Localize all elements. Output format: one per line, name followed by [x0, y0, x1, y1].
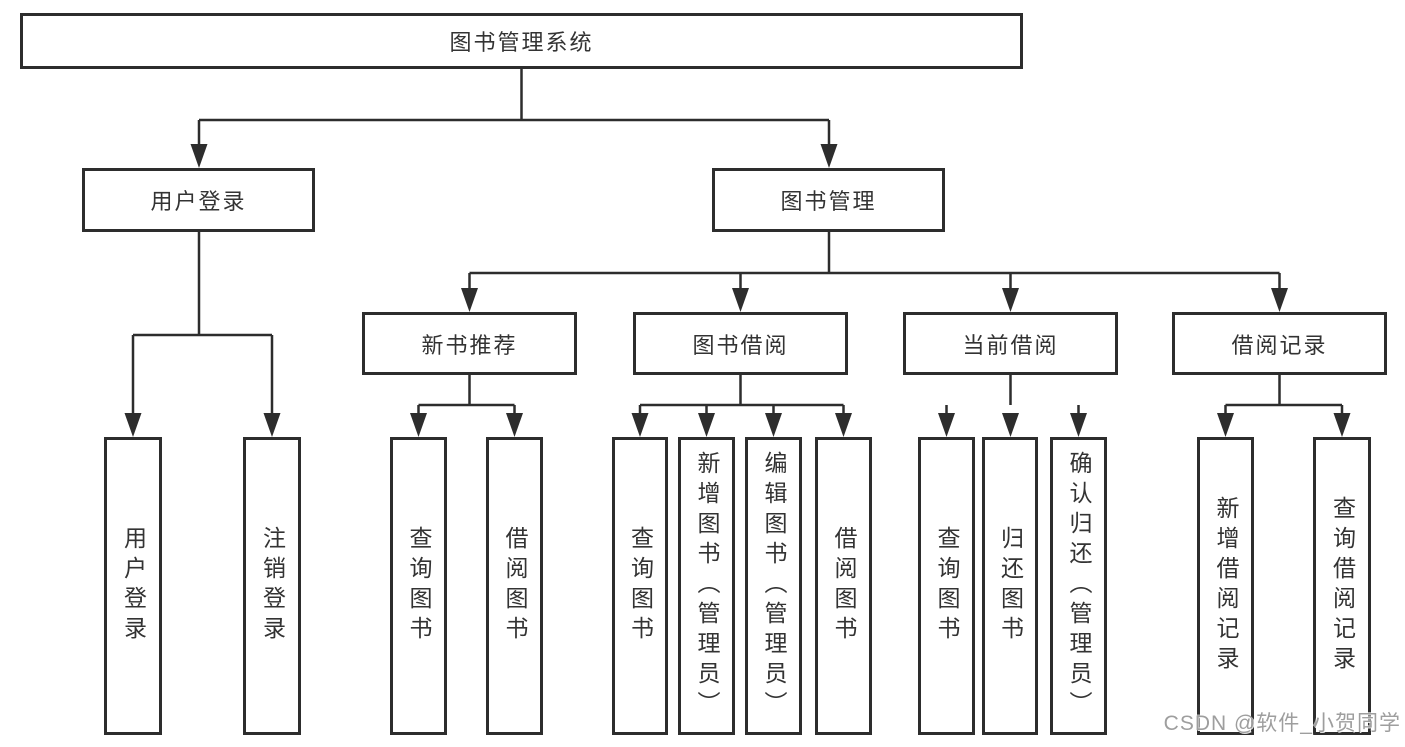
leaf-add-books-admin: 新增图书（管理员）	[678, 437, 735, 735]
node-label: 新增图书（管理员）	[694, 451, 720, 721]
leaf-query-books: 查询图书	[612, 437, 668, 735]
leaf-edit-books-admin: 编辑图书（管理员）	[745, 437, 802, 735]
node-label: 注销登录	[259, 526, 286, 646]
leaf-logout: 注销登录	[243, 437, 301, 735]
leaf-borrow-books: 借阅图书	[486, 437, 543, 735]
node-label: 用户登录	[150, 189, 247, 214]
node-current-borrowing: 当前借阅	[903, 312, 1118, 375]
node-label: 借阅图书	[831, 526, 857, 646]
node-label: 编辑图书（管理员）	[761, 451, 787, 721]
node-label: 查询图书	[934, 526, 960, 646]
leaf-borrow-books: 借阅图书	[815, 437, 872, 735]
node-label: 归还图书	[997, 526, 1024, 646]
node-label: 确认归还（管理员）	[1066, 451, 1092, 721]
node-user-login: 用户登录	[82, 168, 315, 232]
node-book-borrowing: 图书借阅	[633, 312, 848, 375]
node-label: 图书借阅	[692, 332, 789, 358]
node-label: 查询图书	[406, 526, 432, 646]
arrowheads	[124, 144, 1351, 437]
node-label: 新书推荐	[421, 332, 518, 358]
node-label: 图书管理	[780, 189, 877, 214]
leaf-user-login: 用户登录	[104, 437, 162, 735]
node-new-book-recommendation: 新书推荐	[362, 312, 577, 375]
leaf-query-borrow-record: 查询借阅记录	[1313, 437, 1371, 735]
leaf-add-borrow-record: 新增借阅记录	[1197, 437, 1254, 735]
node-label: 借阅图书	[502, 526, 528, 646]
csdn-watermark: CSDN @软件_小贺同学	[1163, 712, 1401, 735]
node-label: 用户登录	[120, 526, 147, 646]
node-label: 当前借阅	[962, 332, 1059, 358]
node-library-management-system: 图书管理系统	[20, 13, 1023, 69]
node-book-management: 图书管理	[712, 168, 945, 232]
node-label: 查询借阅记录	[1329, 496, 1356, 676]
node-label: 查询图书	[627, 526, 654, 646]
node-label: 图书管理系统	[449, 30, 594, 55]
leaf-query-books: 查询图书	[390, 437, 447, 735]
node-label: 新增借阅记录	[1213, 496, 1239, 676]
node-borrowing-records: 借阅记录	[1172, 312, 1387, 375]
node-label: 借阅记录	[1231, 332, 1328, 358]
leaf-return-books: 归还图书	[982, 437, 1038, 735]
leaf-query-books: 查询图书	[918, 437, 975, 735]
leaf-confirm-return-admin: 确认归还（管理员）	[1050, 437, 1107, 735]
